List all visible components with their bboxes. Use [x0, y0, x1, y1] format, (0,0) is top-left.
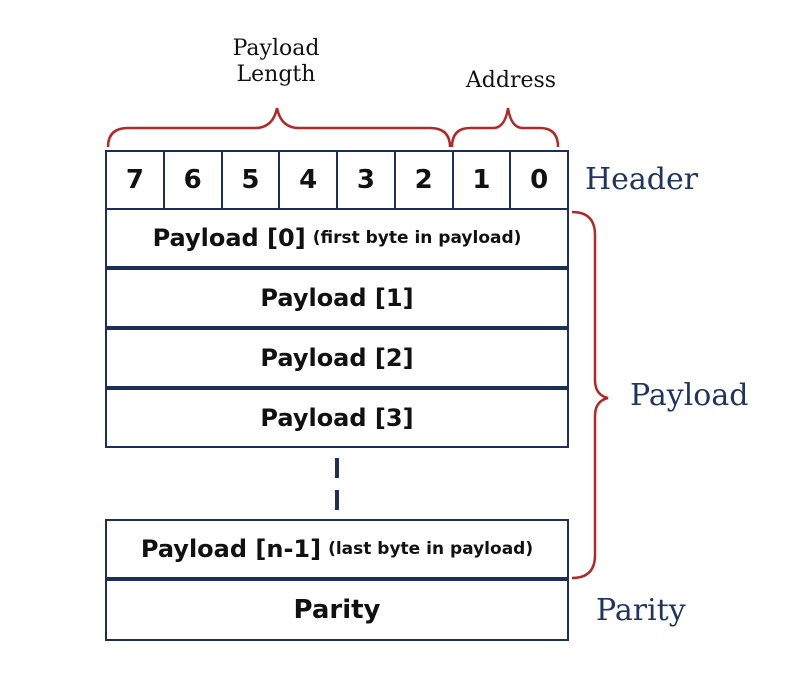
parity-label: Parity	[596, 593, 686, 628]
payload-row-1: Payload [1]	[105, 268, 569, 328]
header-bit-0: 0	[509, 150, 569, 210]
payload-label: Payload	[630, 378, 749, 413]
header-label: Header	[585, 162, 699, 197]
payload-row-0: Payload [0](first byte in payload)	[105, 208, 569, 268]
parity-row: Parity	[105, 579, 569, 641]
payload-length-brace	[106, 107, 452, 148]
payload-row-last: Payload [n-1](last byte in payload)	[105, 519, 569, 579]
payload-length-label: Payload Length	[232, 36, 320, 87]
header-bit-2: 2	[393, 150, 454, 210]
address-label: Address	[465, 68, 557, 93]
payload-row-2: Payload [2]	[105, 328, 569, 388]
address-brace	[450, 107, 560, 148]
payload-row-3: Payload [3]	[105, 388, 569, 448]
header-bit-1: 1	[451, 150, 512, 210]
header-bit-6: 6	[162, 150, 223, 210]
payload-brace	[571, 210, 609, 580]
